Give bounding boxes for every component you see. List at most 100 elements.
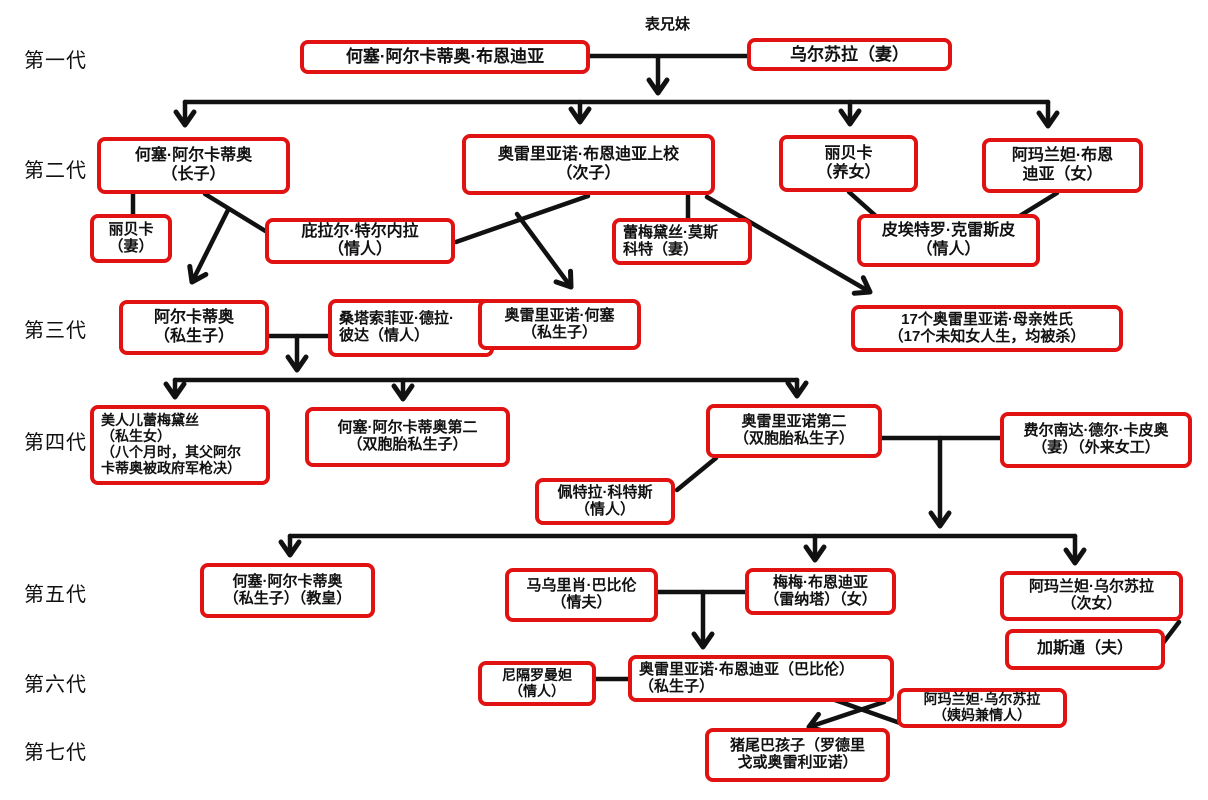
edge-rebeca-pietro (846, 189, 880, 220)
person-node-text: （雷纳塔）（女） (764, 590, 877, 608)
edge-babilonia-amaranta-ursula-lover (832, 697, 903, 726)
edge-to-seventeen-aurelianos (704, 194, 873, 296)
person-node-text: 阿尔卡蒂奥 (153, 309, 234, 327)
person-node-text: （私生子） (639, 677, 715, 695)
person-node-jose-arcadio: 何塞·阿尔卡蒂奥（长子） (97, 137, 290, 194)
person-node-text: 乌尔苏拉（妻） (790, 44, 909, 64)
person-node-text: 奥雷里亚诺·布恩迪亚（巴比伦） (639, 660, 854, 678)
edge-jose-arcadio-pilar (202, 191, 270, 235)
generation-label-4: 第四代 (24, 432, 87, 454)
person-node-text: （双胞胎私生子） (733, 430, 854, 447)
person-node-ursula: 乌尔苏拉（妻） (747, 38, 952, 71)
person-node-text: 奥雷里亚诺第二 (741, 413, 847, 431)
person-node-text: 加斯通（夫） (1036, 640, 1133, 658)
person-node-aureliano-jose: 奥雷里亚诺·何塞（私生子） (478, 299, 641, 350)
person-node-amaranta-ursula-lover: 阿玛兰妲·乌尔苏拉（姨妈兼情人） (897, 688, 1067, 728)
person-node-mauricio-babilonia: 马乌里肖·巴比伦（情夫） (505, 568, 658, 622)
person-node-santa-sofia: 桑塔索菲亚·德拉·彼达（情人） (328, 299, 494, 357)
person-node-text: （私生子）（教皇） (223, 589, 352, 607)
person-node-text: 奥雷里亚诺·何塞 (504, 306, 615, 324)
person-node-text: （私生女） (101, 428, 171, 445)
person-node-text: （妻） (108, 237, 154, 255)
person-node-text: （长子） (161, 165, 226, 183)
person-node-pilar-ternera: 庇拉尔·特尔内拉（情人） (265, 218, 455, 264)
person-node-pigtail-child: 猪尾巴孩子（罗德里戈或奥雷利亚诺） (705, 728, 890, 782)
person-node-text: 猪尾巴孩子（罗德里 (729, 737, 865, 755)
person-node-text: 丽贝卡 (108, 220, 154, 238)
generation-label-3: 第三代 (24, 320, 87, 342)
person-node-text: 庇拉尔·特尔内拉 (301, 222, 419, 240)
generation-label-7: 第七代 (24, 742, 87, 764)
person-node-text: 迪亚（女） (1022, 165, 1103, 183)
person-node-text: 丽贝卡 (824, 145, 873, 163)
person-node-aureliano-segundo: 奥雷里亚诺第二（双胞胎私生子） (706, 404, 882, 458)
edge-to-aureliano-jose (514, 211, 574, 290)
person-node-text: 美人儿蕾梅黛丝 (101, 412, 199, 429)
person-node-rebeca-adopted: 丽贝卡（养女） (779, 135, 918, 192)
generation-label-5: 第五代 (24, 584, 87, 606)
person-node-text: 蕾梅黛丝·莫斯 (623, 223, 718, 241)
person-node-jose-arcadio-pope: 何塞·阿尔卡蒂奥（私生子）（教皇） (200, 563, 375, 618)
person-node-text: 尼隔罗曼妲 (502, 666, 572, 683)
person-node-text: （双胞胎私生子） (347, 436, 468, 453)
edge-to-pigtail-child (806, 699, 887, 734)
person-node-text: 阿玛兰妲·乌尔苏拉 (1029, 578, 1154, 596)
person-node-text: 费尔南达·德尔·卡皮奥 (1023, 422, 1169, 440)
person-node-pietro-crespi: 皮埃特罗·克雷斯皮（情人） (857, 214, 1040, 267)
person-node-nigromanta: 尼隔罗曼妲（情人） (478, 661, 596, 706)
generation-label-6: 第六代 (24, 674, 87, 696)
person-node-text: （次子） (556, 164, 621, 182)
person-node-jose-arcadio-segundo: 何塞·阿尔卡蒂奥第二（双胞胎私生子） (305, 407, 510, 467)
person-node-text: 何塞·阿尔卡蒂奥第二 (337, 419, 478, 437)
person-node-text: （情夫） (551, 594, 612, 611)
person-node-remedios-moscote: 蕾梅黛丝·莫斯科特（妻） (612, 218, 752, 265)
person-node-text: （情人） (916, 240, 981, 258)
person-node-text: （17个未知女人生，均被杀） (888, 327, 1086, 345)
person-node-remedios-beauty: 美人儿蕾梅黛丝（私生女）（八个月时，其父阿尔卡蒂奥被政府军枪决） (90, 405, 270, 485)
person-node-meme: 梅梅·布恩迪亚（雷纳塔）（女） (745, 568, 896, 615)
person-node-text: （姨妈兼情人） (933, 707, 1031, 723)
person-node-text: 彼达（情人） (339, 327, 430, 344)
person-node-seventeen-aurelianos: 17个奥雷里亚诺·母亲姓氏（17个未知女人生，均被杀） (851, 305, 1123, 352)
person-node-text: （次女） (1061, 595, 1122, 612)
person-node-fernanda: 费尔南达·德尔·卡皮奥（妻）（外来女工） (1000, 412, 1192, 468)
person-node-text: 何塞·阿尔卡蒂奥·布恩迪亚 (345, 47, 545, 67)
person-node-rebeca-wife: 丽贝卡（妻） (90, 214, 172, 263)
person-node-petra-cotes: 佩特拉·科特斯（情人） (535, 478, 675, 525)
person-node-text: （私生子） (521, 323, 597, 341)
person-node-text: 桑塔索菲亚·德拉· (339, 310, 454, 328)
person-node-text: （情人） (574, 500, 635, 518)
generation-label-2: 第二代 (24, 160, 87, 182)
person-node-text: （情人） (509, 682, 565, 699)
person-node-text: 何塞·阿尔卡蒂奥 (232, 572, 343, 590)
person-node-text: 阿玛兰妲·乌尔苏拉 (923, 691, 1041, 708)
person-node-text: 佩特拉·科特斯 (557, 483, 653, 501)
person-node-amaranta: 阿玛兰妲·布恩迪亚（女） (982, 138, 1143, 193)
person-node-text: （八个月时，其父阿尔 (101, 444, 241, 460)
edge-amaranta-pietro (1015, 190, 1060, 220)
person-node-jose-arcadio-buendia: 何塞·阿尔卡蒂奥·布恩迪亚 (300, 40, 590, 74)
person-node-amaranta-ursula: 阿玛兰妲·乌尔苏拉（次女） (1000, 571, 1183, 621)
person-node-aureliano-babilonia: 奥雷里亚诺·布恩迪亚（巴比伦）（私生子） (628, 655, 894, 702)
cousin-relationship-label: 表兄妹 (645, 16, 691, 33)
person-node-text: 马乌里肖·巴比伦 (526, 577, 637, 595)
person-node-text: 阿玛兰妲·布恩 (1011, 147, 1114, 165)
person-node-text: （私生子） (153, 327, 234, 345)
person-node-gaston: 加斯通（夫） (1005, 629, 1165, 670)
person-node-text: 梅梅·布恩迪亚 (773, 573, 868, 591)
person-node-text: 科特（妻） (623, 240, 699, 258)
edge-to-arcadio (187, 207, 231, 285)
person-node-text: 卡蒂奥被政府军枪决） (101, 459, 241, 476)
person-node-text: （情人） (327, 241, 392, 258)
person-node-text: 皮埃特罗·克雷斯皮 (881, 222, 1016, 240)
person-node-text: （妻）（外来女工） (1032, 439, 1160, 456)
generation-label-1: 第一代 (24, 50, 87, 72)
person-node-text: 17个奥雷里亚诺·母亲姓氏 (901, 310, 1073, 328)
person-node-text: 戈或奥雷利亚诺） (737, 754, 858, 771)
edge-aureliano-segundo-petra (674, 455, 719, 493)
person-node-text: 奥雷里亚诺·布恩迪亚上校 (497, 146, 680, 164)
person-node-text: 何塞·阿尔卡蒂奥 (134, 147, 253, 165)
person-node-text: （养女） (816, 163, 881, 181)
